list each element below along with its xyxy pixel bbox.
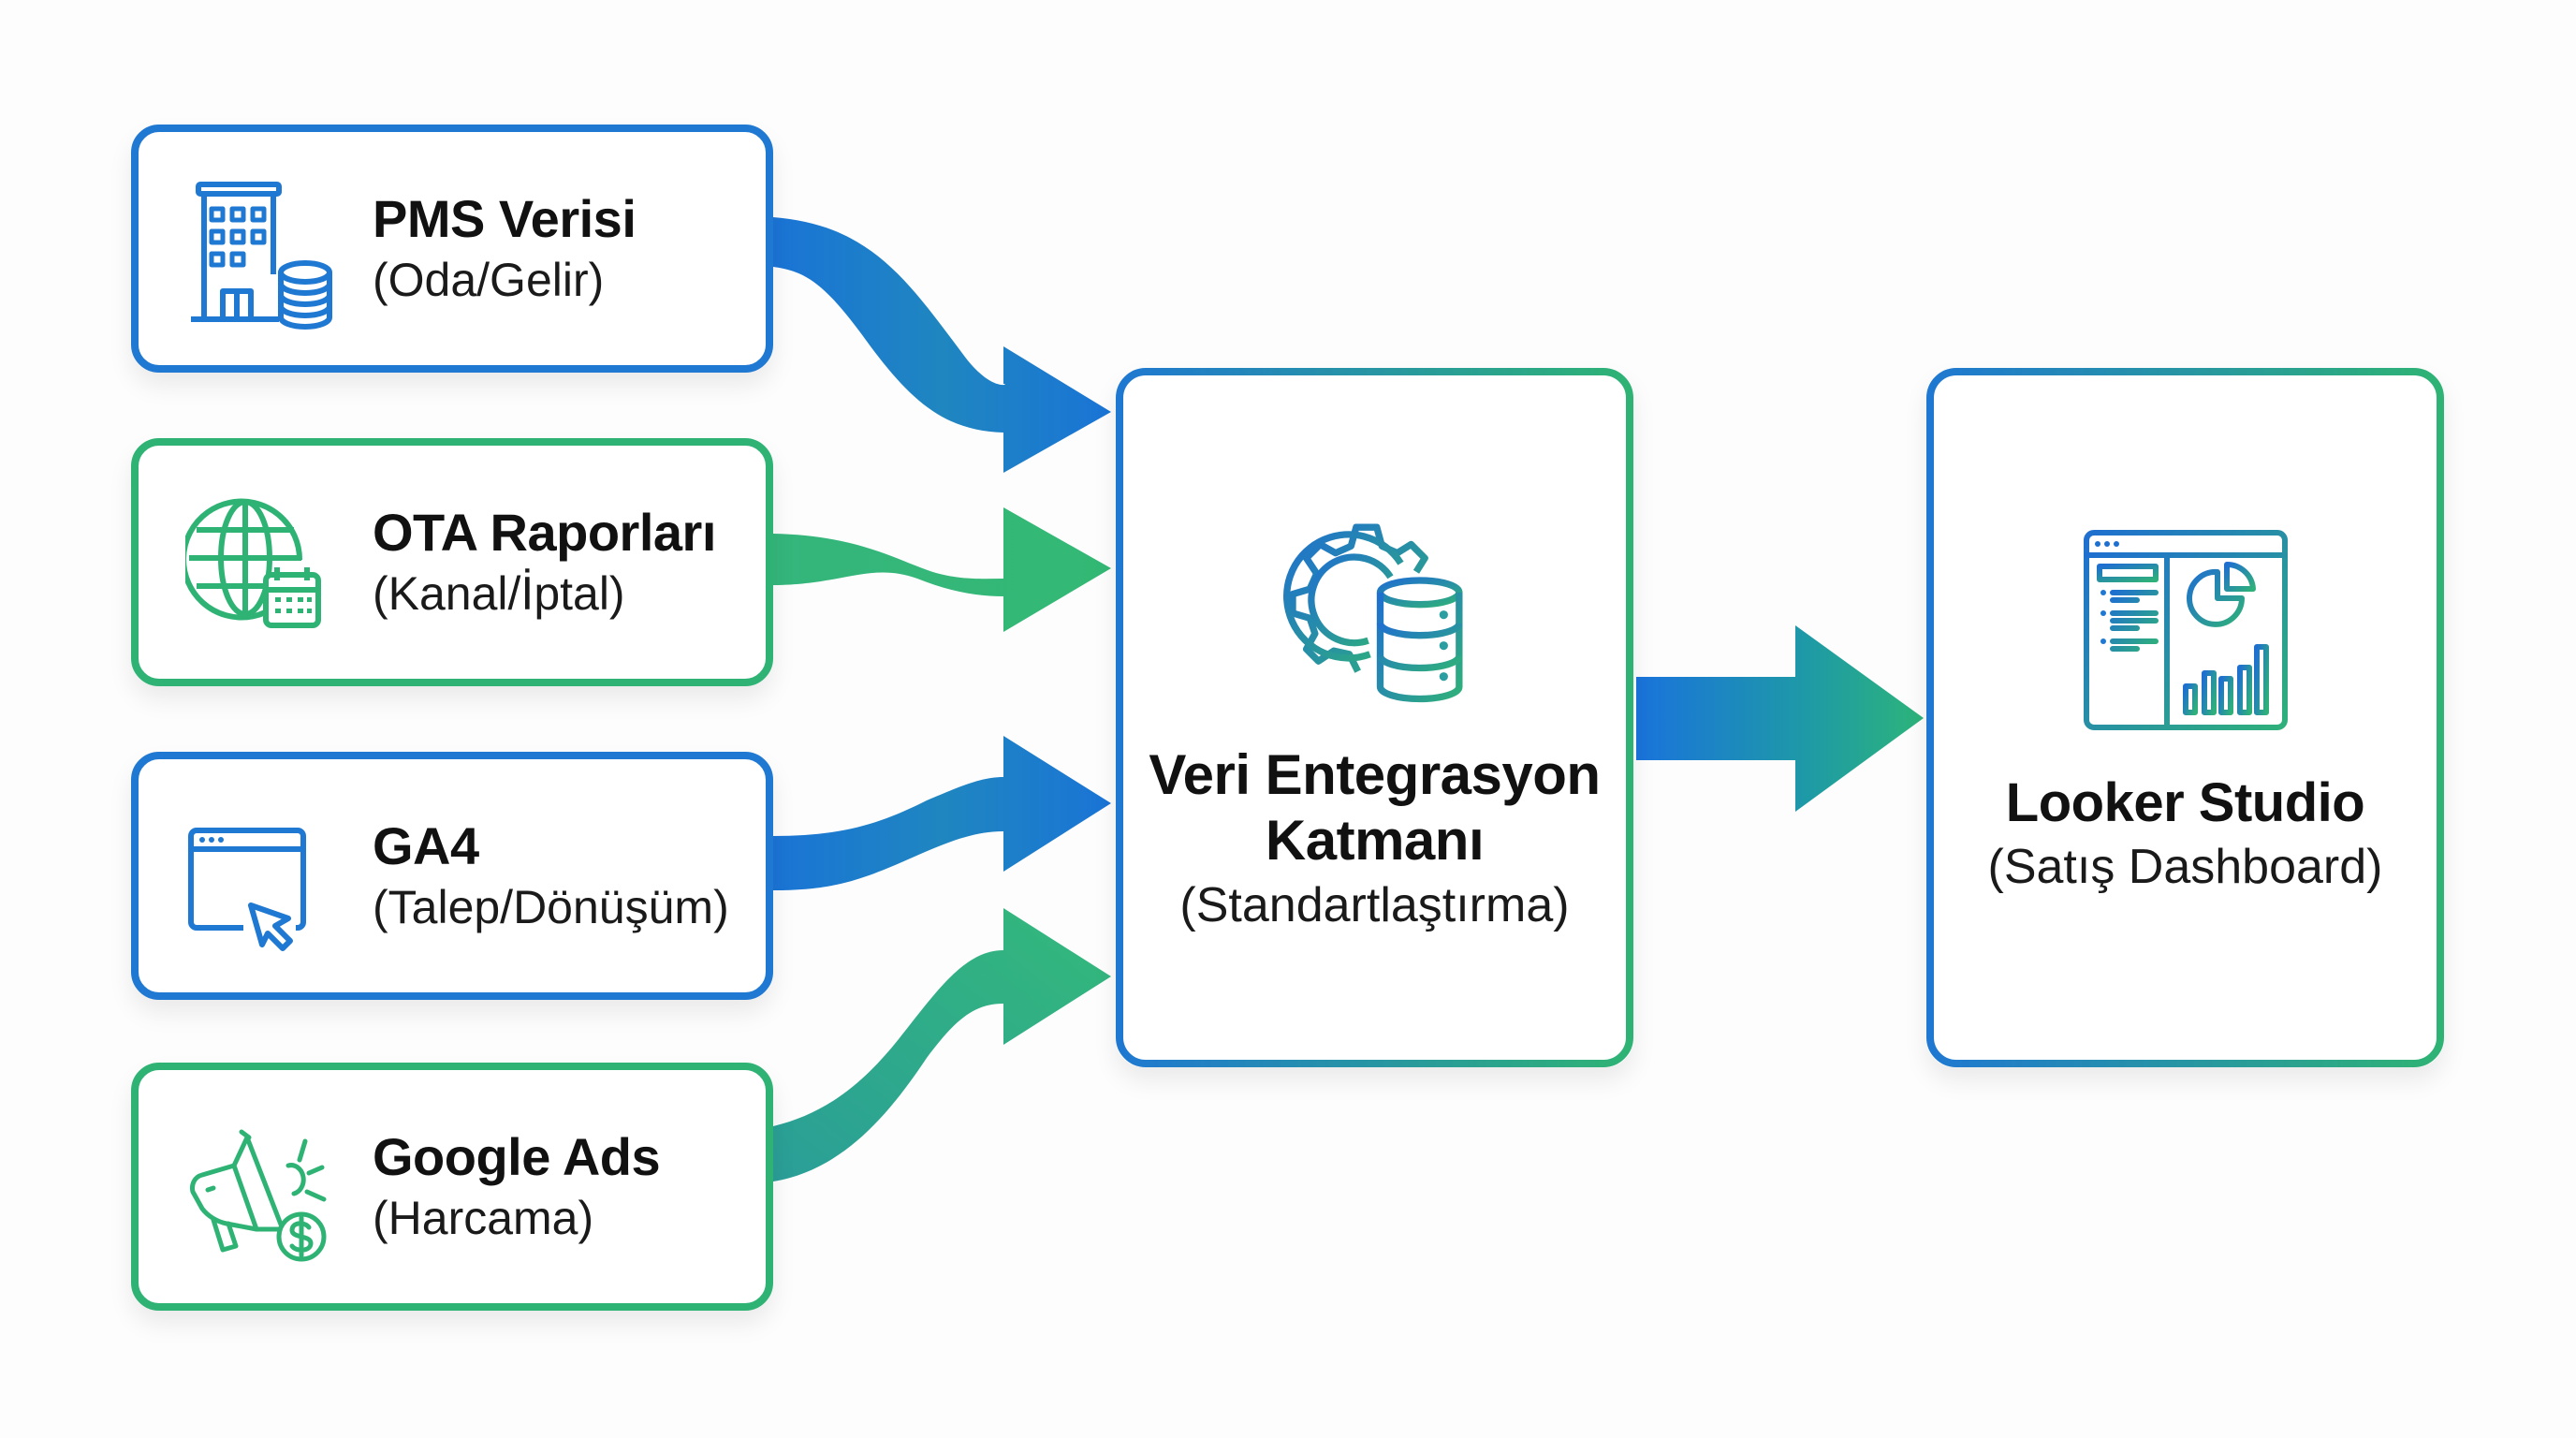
- globe-calendar-icon: [185, 498, 321, 628]
- source-box-ga4[interactable]: GA4 (Talep/Dönüşüm): [131, 752, 773, 1000]
- source-subtitle: (Talep/Dönüşüm): [373, 880, 729, 933]
- gear-database-icon: [1282, 523, 1462, 703]
- arrow-ads-to-integration: [773, 908, 1111, 1181]
- arrow-ga4-to-integration: [773, 736, 1111, 890]
- hotel-database-icon: [191, 182, 332, 330]
- source-box-pms[interactable]: PMS Verisi (Oda/Gelir): [131, 125, 773, 373]
- browser-cursor-icon: [188, 828, 306, 951]
- integration-title-line1: Veri Entegrasyon: [1149, 743, 1601, 806]
- arrow-pms-to-integration: [773, 217, 1111, 473]
- dashboard-icon: [2083, 530, 2288, 730]
- integration-layer-box[interactable]: Veri Entegrasyon Katmanı (Standartlaştır…: [1116, 368, 1633, 1067]
- integration-subtitle: (Standartlaştırma): [1179, 878, 1570, 932]
- source-box-ota[interactable]: OTA Raporları (Kanal/İptal): [131, 438, 773, 686]
- integration-title-line2: Katmanı: [1265, 809, 1485, 872]
- integration-box-border: [1116, 368, 1633, 1067]
- arrow-integration-to-looker: [1636, 625, 1924, 812]
- looker-title: Looker Studio: [2005, 772, 2365, 833]
- source-title: Google Ads: [373, 1126, 661, 1186]
- arrow-ota-to-integration: [773, 507, 1111, 632]
- looker-box-border: [1926, 368, 2444, 1067]
- source-box-google-ads[interactable]: Google Ads (Harcama): [131, 1063, 773, 1311]
- looker-subtitle: (Satış Dashboard): [1987, 840, 2383, 894]
- source-subtitle: (Harcama): [373, 1191, 594, 1244]
- source-subtitle: (Oda/Gelir): [373, 253, 605, 306]
- source-title: GA4: [373, 815, 479, 875]
- source-subtitle: (Kanal/İptal): [373, 566, 625, 620]
- source-title: PMS Verisi: [373, 188, 637, 248]
- megaphone-dollar-icon: [190, 1129, 327, 1262]
- source-title: OTA Raporları: [373, 502, 716, 562]
- looker-studio-box[interactable]: Looker Studio (Satış Dashboard): [1926, 368, 2444, 1067]
